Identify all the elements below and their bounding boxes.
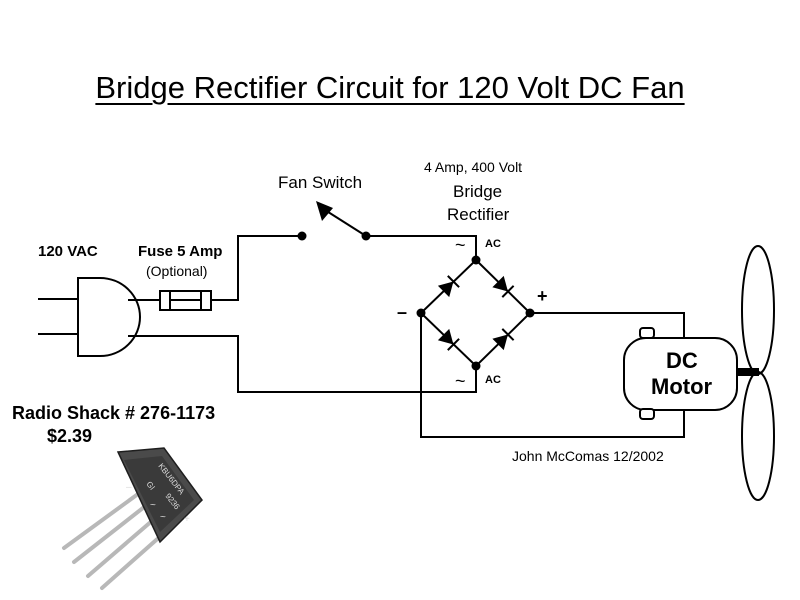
switch-blade [324, 209, 367, 237]
motor-brush-bottom [639, 408, 655, 420]
negative-terminal-label: – [397, 302, 408, 322]
node-ac-top [471, 255, 481, 265]
diode-left-bottom [437, 328, 460, 351]
wire-switch-to-rectifier [366, 235, 477, 260]
rectifier-part-photo: KBU6DPA GI 9236 ~ ~ + – [62, 447, 203, 590]
node-ac-bottom [471, 361, 481, 371]
motor-label-line2: Motor [651, 374, 713, 399]
node-negative [416, 308, 426, 318]
wire-positive [530, 312, 685, 338]
part-lead-2 [72, 502, 150, 564]
wire-neutral [128, 335, 477, 393]
wire-negative [420, 313, 685, 438]
rectifier-label-line1: Bridge [453, 182, 503, 201]
ac-symbol-bottom: ~ [455, 371, 466, 391]
fan-blade-bottom [741, 371, 775, 501]
part-marking-ac-1: ~ [150, 500, 156, 511]
ac-symbol-top: ~ [455, 235, 466, 255]
motor-brush-top [639, 327, 655, 339]
source-voltage-label: 120 VAC [38, 243, 98, 260]
part-marking-plus: + [184, 514, 190, 525]
part-lead-3 [86, 512, 162, 578]
switch-arrow-icon [316, 201, 333, 221]
part-number: Radio Shack # 276-1173 [12, 403, 216, 423]
diode-left-top [437, 275, 460, 298]
part-lead-1 [62, 492, 140, 550]
switch-contact-right [361, 231, 371, 241]
part-price: $2.39 [47, 426, 93, 446]
rectifier-label-line2: Rectifier [447, 205, 510, 224]
motor-label-line1: DC [666, 348, 698, 373]
fan-switch-label: Fan Switch [278, 173, 363, 192]
fan-blade-top [741, 245, 775, 375]
fuse-label: Fuse 5 Amp [138, 243, 223, 260]
wire-fuse-to-switch [211, 235, 302, 301]
author-credit: John McComas 12/2002 [512, 448, 664, 464]
part-marking-minus: – [126, 482, 132, 493]
diagram-title: Bridge Rectifier Circuit for 120 Volt DC… [95, 70, 685, 105]
diode-right-top [492, 275, 515, 298]
part-body-face [124, 456, 194, 532]
part-marking-ac-2: ~ [160, 512, 166, 523]
rectifier-rating: 4 Amp, 400 Volt [424, 159, 523, 175]
fuse-note: (Optional) [146, 263, 208, 279]
ac-label-bottom: AC [485, 374, 501, 386]
node-positive [525, 308, 535, 318]
fan-shaft [737, 368, 759, 376]
ac-label-top: AC [485, 238, 501, 250]
plug-body [77, 277, 141, 357]
switch-contact-left [297, 231, 307, 241]
bridge-diamond [419, 258, 532, 368]
diode-right-bottom [492, 328, 515, 351]
positive-terminal-label: + [537, 286, 548, 306]
